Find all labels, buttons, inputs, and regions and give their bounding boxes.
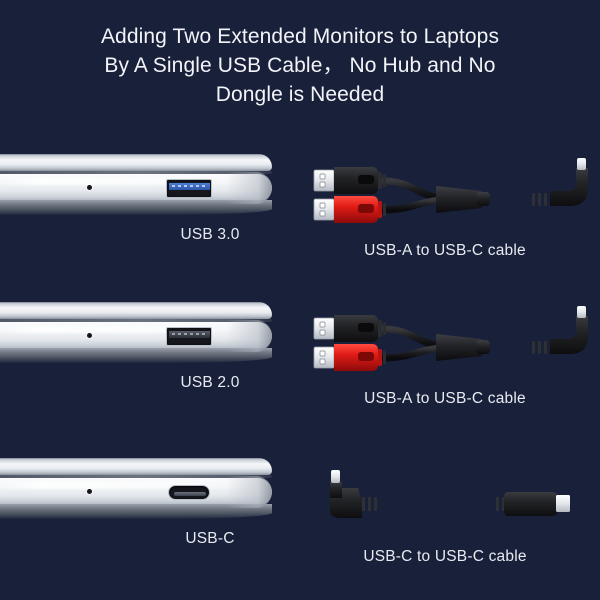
laptop-seam bbox=[0, 319, 272, 322]
laptop-sheen bbox=[0, 482, 241, 489]
y-cable-svg bbox=[313, 158, 588, 223]
laptop-pinhole bbox=[87, 185, 92, 190]
laptop-lid bbox=[0, 302, 272, 319]
usb-c-cable-illustration bbox=[300, 452, 600, 562]
laptop-underside bbox=[0, 348, 272, 363]
laptop-pinhole bbox=[87, 333, 92, 338]
y-cable-svg bbox=[313, 306, 588, 371]
laptop-lid bbox=[0, 458, 272, 475]
connection-row-usb-c: USB-C bbox=[0, 452, 600, 592]
cable-label: USB-A to USB-C cable bbox=[364, 242, 526, 259]
laptop-underside bbox=[0, 504, 272, 519]
strain-relief-ribs bbox=[532, 193, 547, 206]
usb-a-plug-red bbox=[313, 344, 386, 371]
strain-relief-ribs bbox=[532, 341, 547, 354]
laptop-lid bbox=[0, 154, 272, 171]
usb-a-2-port bbox=[166, 327, 212, 346]
usb-a-plug-black bbox=[313, 315, 386, 342]
usb-c-port bbox=[168, 485, 210, 500]
cable-label: USB-C to USB-C cable bbox=[363, 548, 527, 565]
port-label: USB 2.0 bbox=[180, 374, 240, 391]
port-label: USB 3.0 bbox=[180, 226, 240, 243]
laptop-edge-illustration bbox=[0, 302, 272, 364]
page-title: Adding Two Extended Monitors to Laptops … bbox=[100, 25, 500, 106]
cable-label: USB-A to USB-C cable bbox=[364, 390, 526, 407]
strain-relief-ribs-right bbox=[496, 497, 505, 511]
connection-row-usb-2: USB 2.0 bbox=[0, 296, 600, 436]
usb-contact-teeth bbox=[172, 184, 206, 187]
usb-a-plug-black bbox=[313, 167, 386, 194]
usb-contact-teeth bbox=[172, 332, 206, 335]
y-cable-illustration bbox=[300, 296, 600, 406]
strain-relief-ribs-left bbox=[362, 497, 377, 511]
usb-2-grey-insert bbox=[169, 330, 210, 338]
usb-c-cable-svg bbox=[330, 470, 570, 518]
connection-row-usb-3: USB 3.0 bbox=[0, 148, 600, 288]
laptop-seam bbox=[0, 171, 272, 174]
laptop-edge-illustration bbox=[0, 154, 272, 216]
laptop-seam bbox=[0, 475, 272, 478]
laptop-right-cap bbox=[226, 172, 272, 204]
port-label: USB-C bbox=[185, 530, 235, 547]
laptop-sheen bbox=[0, 178, 241, 185]
usb-c-tongue bbox=[174, 491, 206, 496]
usb-3-blue-insert bbox=[169, 182, 210, 190]
laptop-pinhole bbox=[87, 489, 92, 494]
laptop-sheen bbox=[0, 326, 241, 333]
usb-a-3-port bbox=[166, 179, 212, 198]
laptop-right-cap bbox=[226, 476, 272, 508]
laptop-underside bbox=[0, 200, 272, 215]
y-cable-illustration bbox=[300, 148, 600, 258]
laptop-edge-illustration bbox=[0, 458, 272, 520]
laptop-right-cap bbox=[226, 320, 272, 352]
usb-a-plug-red bbox=[313, 196, 386, 223]
